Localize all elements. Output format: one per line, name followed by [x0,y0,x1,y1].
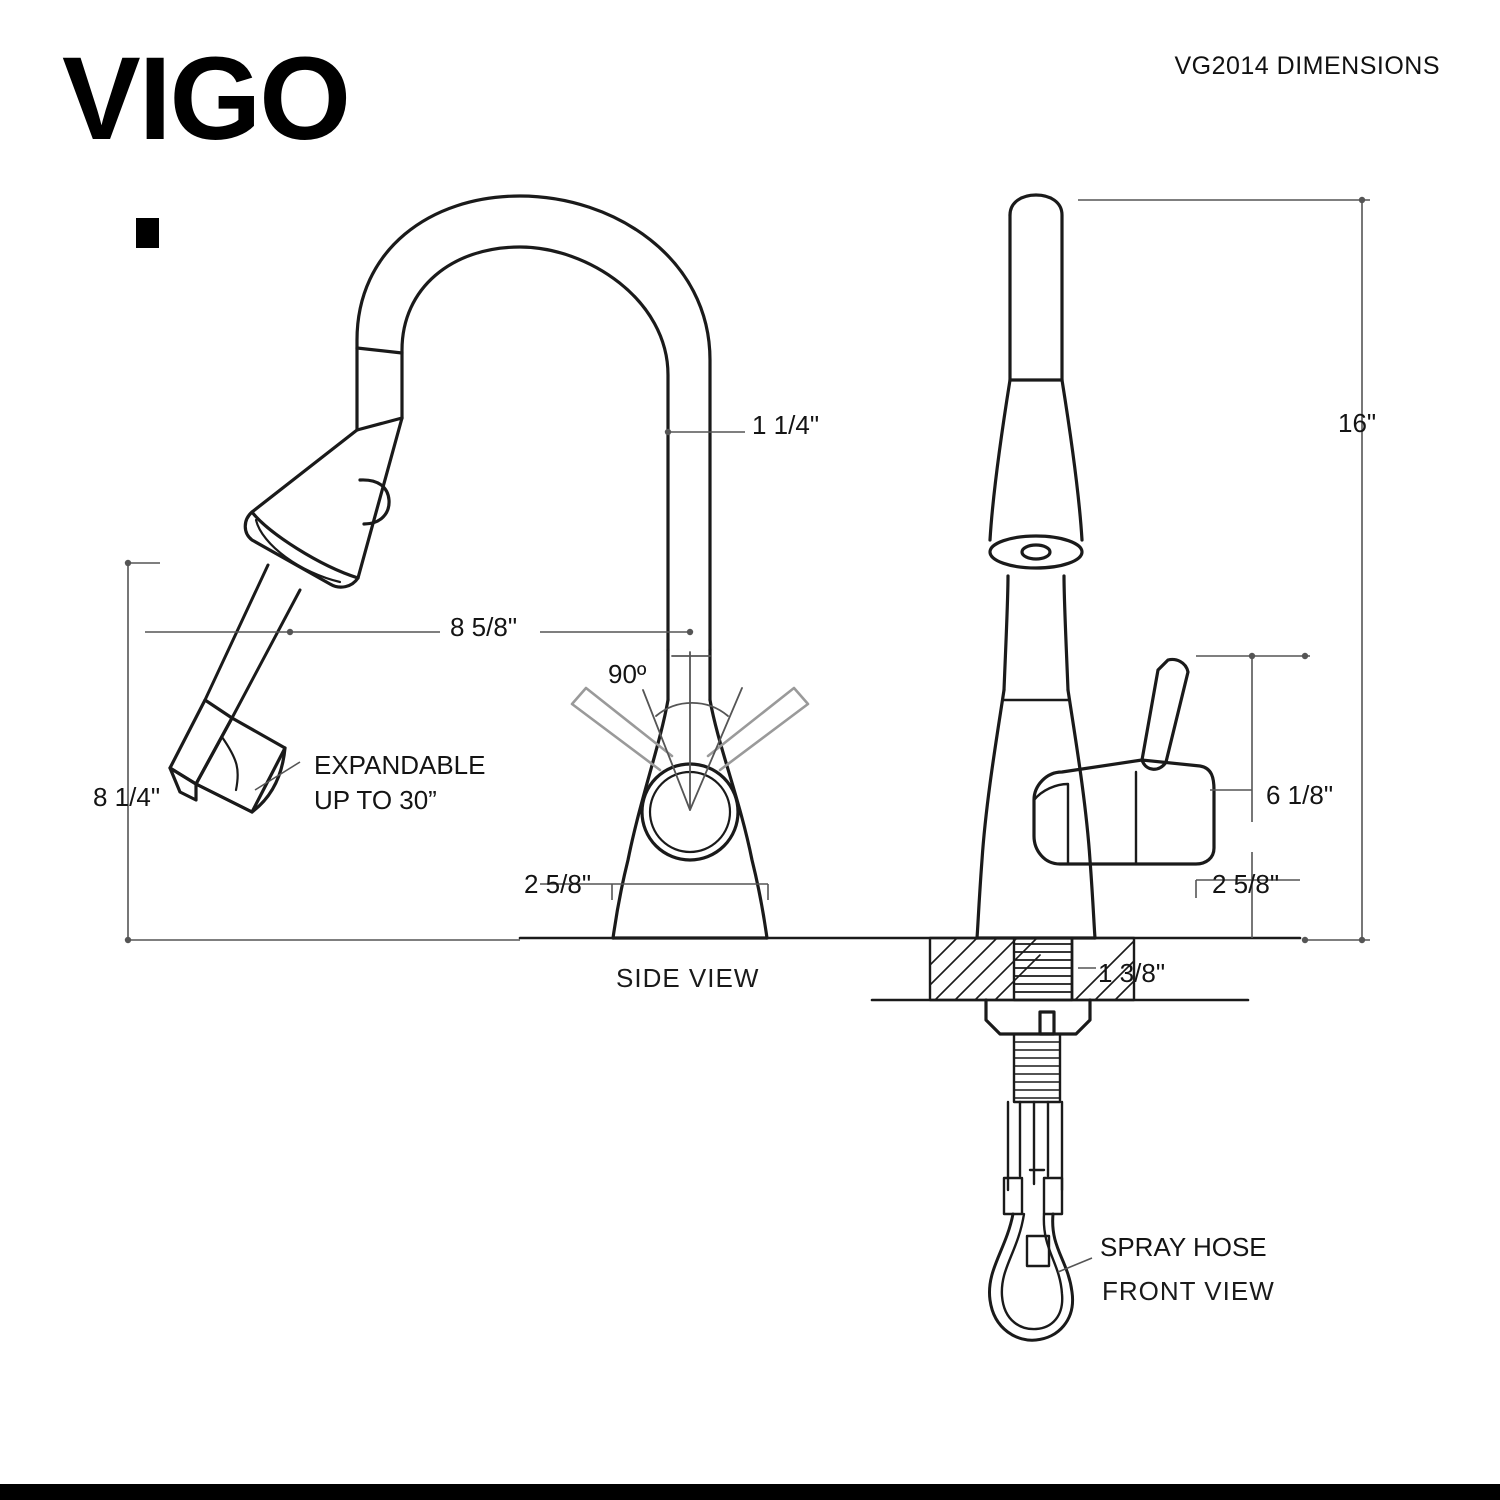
callout-expandable-line1: EXPANDABLE [314,750,486,780]
view-label-front: FRONT VIEW [1102,1276,1275,1306]
dimension-label-deck-thickness: 1 3/8" [1098,958,1166,988]
dimension-label-spray-head-height: 8 1/4" [93,782,161,812]
page-title: VG2014 DIMENSIONS [1174,52,1440,80]
dimension-label-reach: 8 5/8" [450,612,518,642]
dimension-label-angle: 90º [608,659,647,689]
footer-bar [0,1484,1500,1500]
callout-expandable-line2: UP TO 30” [314,785,437,815]
logo-wordmark: VIGO [62,33,351,165]
dimension-label-spout-diameter: 1 1/4" [752,410,820,440]
dimension-label-base-width-side: 2 5/8" [524,869,592,899]
dimension-label-handle-height: 6 1/8" [1266,780,1334,810]
logo-dot [136,218,159,248]
callout-spray-hose: SPRAY HOSE [1100,1232,1267,1262]
vigo-logo: VIGO [62,40,351,248]
dimension-label-base-width-front: 2 5/8" [1212,869,1280,899]
view-label-side: SIDE VIEW [616,963,760,993]
dimension-label-total-height: 16" [1338,408,1377,438]
